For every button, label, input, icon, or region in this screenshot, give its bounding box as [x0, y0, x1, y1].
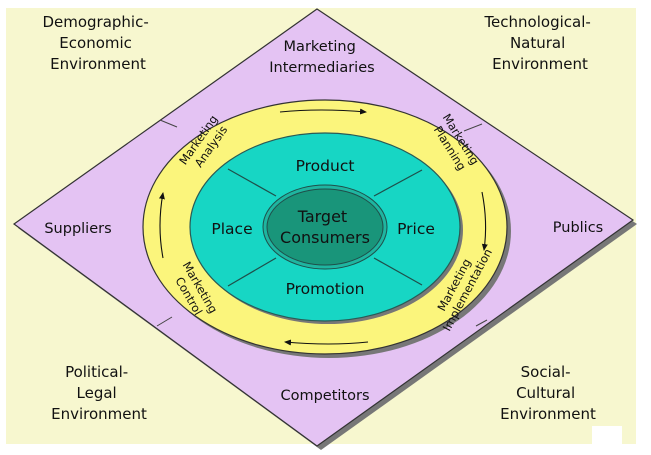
flow-arrow-left — [158, 192, 165, 259]
mix-divider-tr — [373, 169, 423, 197]
mix-product: Product — [296, 157, 355, 175]
actor-suppliers: Suppliers — [44, 221, 111, 237]
mix-place: Place — [211, 220, 252, 238]
flow-arrow-top — [279, 108, 367, 115]
mix-divider-bl — [227, 257, 277, 287]
mix-divider-br — [373, 257, 423, 286]
environment-bottom-left: Political- Legal Environment — [51, 363, 147, 423]
mix-divider-tl — [227, 168, 277, 197]
target-consumers-label: Target Consumers — [280, 207, 370, 247]
flow-arrow-bottom — [284, 339, 369, 346]
blank-corner-patch — [592, 426, 622, 451]
diamond-divider-bl — [156, 316, 173, 327]
diamond-divider-tl — [159, 119, 178, 128]
environment-bottom-right: Social- Cultural Environment — [500, 363, 596, 423]
actor-marketing-intermediaries: Marketing Intermediaries — [269, 39, 374, 76]
diamond-divider-br — [475, 319, 488, 327]
environment-top-left: Demographic- Economic Environment — [42, 13, 153, 73]
actor-competitors: Competitors — [280, 388, 369, 404]
mix-price: Price — [397, 220, 435, 238]
diamond-divider-tr — [463, 123, 483, 132]
actor-publics: Publics — [553, 220, 603, 236]
flow-arrow-right — [481, 191, 488, 251]
target-consumers-ellipse — [266, 188, 384, 266]
environment-top-right: Technological- Natural Environment — [483, 13, 595, 73]
mix-promotion: Promotion — [286, 280, 365, 298]
